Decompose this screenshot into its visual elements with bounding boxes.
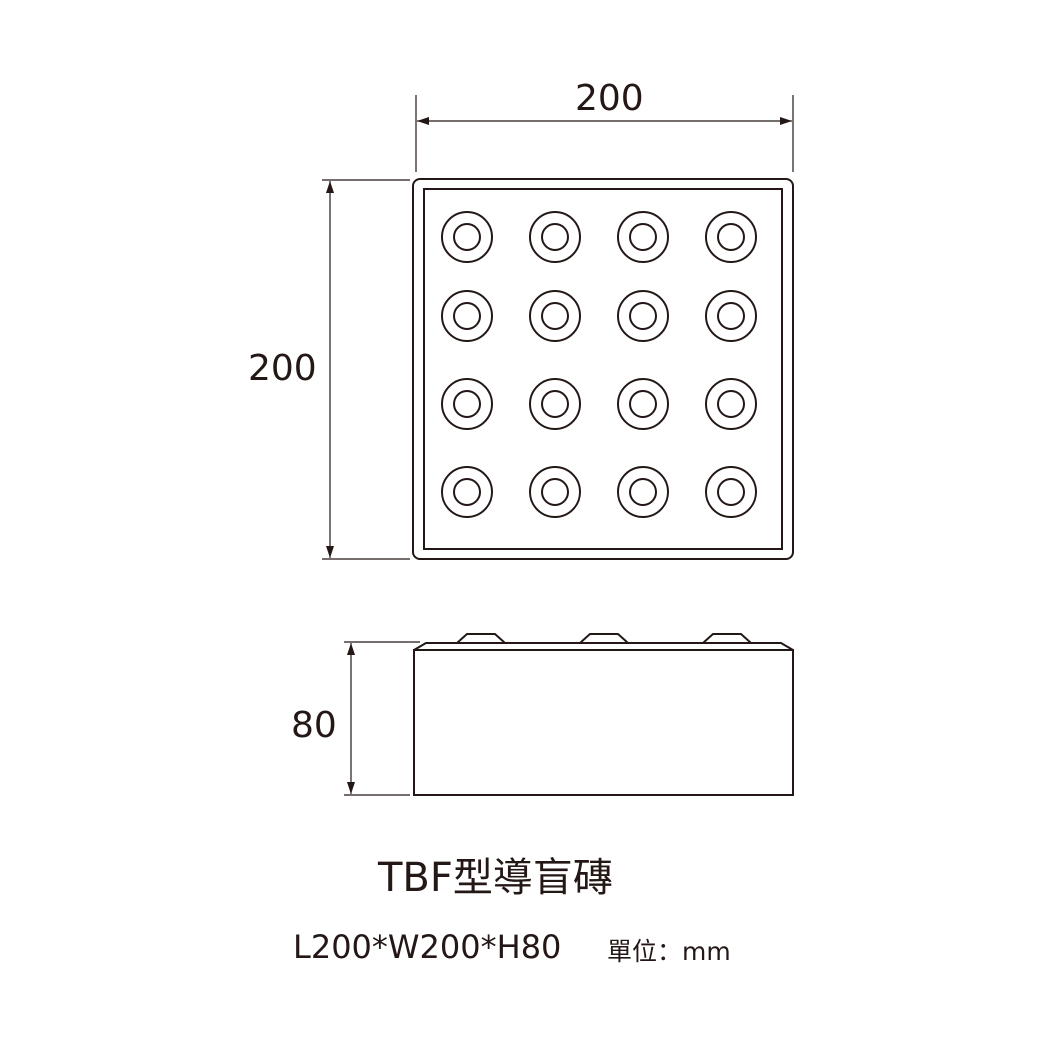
stud-circle (629, 223, 657, 251)
stud-circle (629, 478, 657, 506)
stud-circle (617, 378, 669, 430)
stud-circle (705, 466, 757, 518)
dimension-lines (322, 95, 794, 796)
top-view (412, 178, 794, 560)
stud-circle (529, 466, 581, 518)
stud-grid (441, 211, 757, 518)
side-view (413, 633, 794, 796)
stud-circle (441, 211, 493, 263)
stud-circle (705, 211, 757, 263)
height-dimension-label: 80 (291, 705, 337, 746)
stud-circle (717, 302, 745, 330)
stud-circle (453, 223, 481, 251)
stud-circle (541, 223, 569, 251)
stud-circle (441, 290, 493, 342)
length-dimension-label: 200 (248, 348, 317, 389)
stud-circle (717, 478, 745, 506)
stud-circle (541, 478, 569, 506)
stud-circle (629, 302, 657, 330)
width-dimension-label: 200 (575, 78, 644, 119)
stud-circle (717, 223, 745, 251)
stud-circle (453, 302, 481, 330)
stud-circle (617, 466, 669, 518)
stud-circle (617, 211, 669, 263)
stud-circle (705, 378, 757, 430)
product-title: TBF型導盲磚 (378, 855, 613, 901)
stud-circle (453, 390, 481, 418)
stud-circle (441, 466, 493, 518)
stud-circle (441, 378, 493, 430)
stud-circle (529, 290, 581, 342)
stud-circle (705, 290, 757, 342)
unit-label: 單位：mm (607, 937, 731, 966)
stud-circle (629, 390, 657, 418)
stud-circle (453, 478, 481, 506)
stud-circle (529, 211, 581, 263)
stud-circle (717, 390, 745, 418)
stud-circle (541, 302, 569, 330)
stud-circle (529, 378, 581, 430)
stud-circle (617, 290, 669, 342)
stud-circle (541, 390, 569, 418)
spec-label: L200*W200*H80 (293, 928, 562, 966)
